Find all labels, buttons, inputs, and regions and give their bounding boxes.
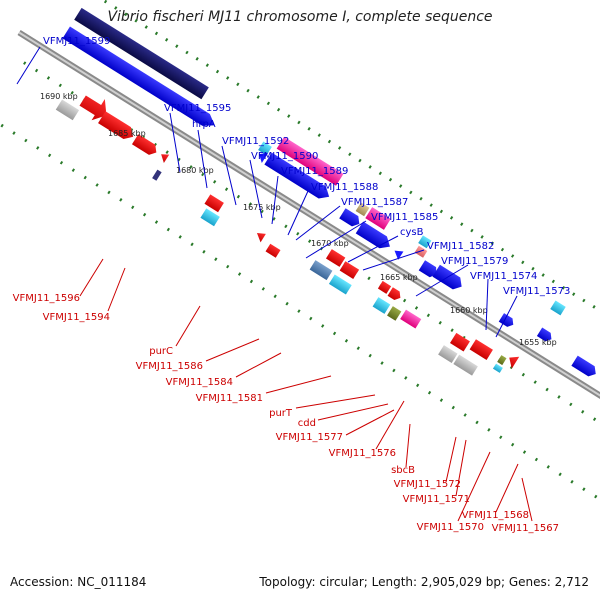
feature-1573-b [571,355,596,377]
feature-1567 [509,356,520,369]
feature-1577 [372,297,391,314]
gene-label[interactable]: VFMJ11_1599 [43,36,110,47]
gene-label[interactable]: VFMJ11_1587 [341,197,408,208]
gene-label[interactable]: VFMJ11_1585 [371,212,438,223]
feature-small-rev [161,154,170,164]
accession-text: Accession: NC_011184 [10,575,147,589]
feature-cyan-b [328,274,352,295]
feature-1581-a [325,249,346,267]
feature-sbcB [400,309,422,329]
forward-leaders [16,46,518,338]
ruler-label: 1660 kbp [450,306,488,315]
gene-label[interactable]: VFMJ11_1568 [462,510,529,521]
gene-label[interactable]: VFMJ11_1570 [417,522,484,533]
feature-hrpA [276,136,344,186]
map-title: Vibrio fischeri MJ11 chromosome I, compl… [107,9,493,25]
gene-label[interactable]: VFMJ11_1579 [441,256,508,267]
feature-1584 [265,243,281,258]
gene-label[interactable]: hrpA [192,119,216,130]
gene-label[interactable]: VFMJ11_1584 [166,377,233,388]
gene-label[interactable]: cysB [400,227,424,238]
feature-1576 [387,306,402,321]
ruler-label: 1685 kbp [108,129,146,138]
gene-label[interactable]: VFMJ11_1582 [427,241,494,252]
feature-1595 [264,152,330,199]
feature-1571 [469,339,493,360]
gene-label[interactable]: VFMJ11_1581 [196,393,263,404]
feature-1587 [418,235,432,249]
ruler-label: 1665 kbp [380,273,418,282]
gene-label[interactable]: VFMJ11_1576 [329,448,396,459]
ruler-label: 1655 kbp [519,338,557,347]
feature-1586 [200,208,220,227]
feature-small-rev-b [256,233,266,243]
reverse-features [55,95,520,376]
feature-1568 [453,354,478,376]
reverse-labels: VFMJ11_1596 VFMJ11_1594 purC VFMJ11_1586… [13,293,559,534]
feature-1599 [74,7,209,100]
gene-label[interactable]: cdd [298,418,316,429]
ruler-dots-reverse [0,116,600,522]
chromosome-backbone [17,29,600,459]
gene-label[interactable]: VFMJ11_1594 [43,312,110,323]
feature-1592 [365,207,391,230]
feature-cysB [418,260,437,278]
feature-1572 [449,332,470,352]
gene-label[interactable]: sbcB [391,465,415,476]
feature-1594-a [98,111,134,140]
feature-gray-a [55,99,80,121]
gene-label[interactable]: VFMJ11_1596 [13,293,80,304]
ruler-labels: 1690 kbp 1685 kbp 1680 kbp 1675 kbp 1670… [40,92,557,347]
reverse-leaders [79,258,533,522]
gene-label[interactable]: VFMJ11_1572 [394,479,461,490]
feature-1588 [394,250,404,260]
feature-olive-b [497,355,507,366]
gene-label[interactable]: VFMJ11_1574 [470,271,537,282]
gene-label[interactable]: purC [149,346,173,357]
feature-1574 [550,300,566,316]
gene-label[interactable]: VFMJ11_1589 [281,166,348,177]
feature-cyan-c [492,363,503,373]
feature-cyan-a [258,141,272,156]
gene-label[interactable]: VFMJ11_1586 [136,361,203,372]
feature-steel [309,260,333,281]
ruler-label: 1680 kbp [176,166,214,175]
gene-label[interactable]: VFMJ11_1567 [492,523,559,534]
ruler-label: 1675 kbp [243,203,281,212]
feature-1590 [339,208,360,227]
gene-label[interactable]: VFMJ11_1592 [222,136,289,147]
ruler-label: 1690 kbp [40,92,78,101]
gene-label[interactable]: VFMJ11_1588 [311,182,378,193]
feature-1581-b [339,261,360,280]
feature-1585 [414,245,428,258]
forward-labels: VFMJ11_1599 VFMJ11_1595 hrpA VFMJ11_1592… [43,36,570,297]
feature-small-fwd [259,152,269,163]
feature-1589 [355,221,390,249]
gene-label[interactable]: VFMJ11_1595 [164,103,231,114]
gene-label[interactable]: VFMJ11_1577 [276,432,343,443]
topology-summary: Topology: circular; Length: 2,905,029 bp… [259,575,589,589]
feature-1596 [79,95,107,121]
feature-forward-long [62,26,215,126]
feature-purT [377,280,392,294]
feature-tan [355,202,370,217]
feature-navy-small [152,169,162,181]
feature-1573-a [536,327,552,342]
gene-label[interactable]: VFMJ11_1590 [251,151,318,162]
feature-1570 [438,345,458,363]
forward-features [62,7,596,377]
gene-label[interactable]: purT [269,408,293,419]
feature-cdd [387,287,401,300]
gene-label[interactable]: VFMJ11_1573 [503,286,570,297]
chromosome-backbone-highlight [18,31,600,458]
feature-purC [204,194,224,213]
feature-1594-b [131,134,157,155]
gene-label[interactable]: VFMJ11_1571 [403,494,470,505]
